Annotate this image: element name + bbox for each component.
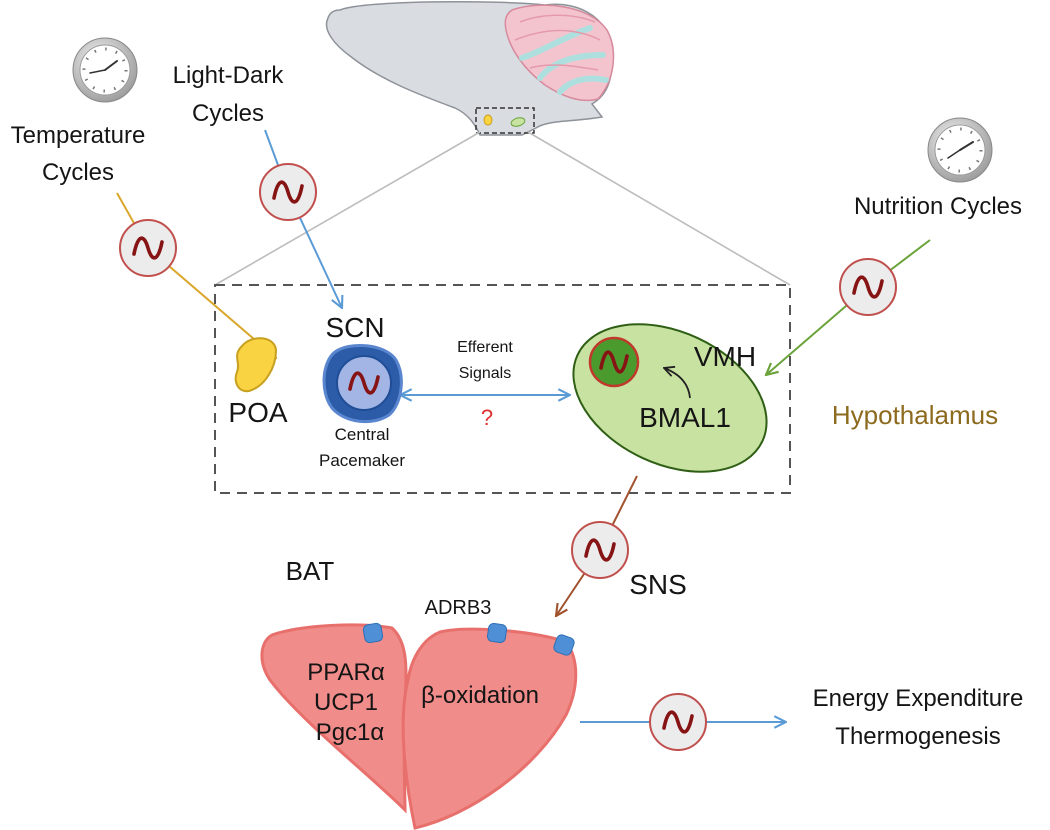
bat-gene-label: PPARα: [307, 659, 385, 686]
beta-oxidation-label: β-oxidation: [421, 682, 539, 709]
adrb3-receptor: [553, 634, 575, 656]
adrb3-label: ADRB3: [425, 597, 492, 619]
oscillator-icon: [348, 371, 380, 395]
autoregulation-arrow: [664, 368, 691, 399]
scn-caption: Pacemaker: [319, 451, 405, 470]
sns-label: SNS: [629, 569, 687, 600]
vmh-mini: [510, 117, 526, 127]
efferent-label: Signals: [459, 365, 511, 382]
poa-mini: [483, 114, 493, 126]
oscillator-icon: [839, 258, 897, 316]
temperature-label: Cycles: [42, 159, 114, 186]
output-label: Thermogenesis: [835, 723, 1000, 750]
bat-left-lobe: [260, 623, 408, 814]
bat-gene-label: UCP1: [314, 689, 378, 716]
scn-label: SCN: [325, 312, 384, 343]
oscillator-icon: [599, 350, 629, 374]
hypothalamus-box: [214, 284, 791, 494]
oscillator-icon: [259, 163, 317, 221]
bat-label: BAT: [286, 556, 335, 586]
cerebellum-folds: [514, 14, 601, 71]
clock-icon: [927, 117, 993, 183]
scn-caption: Central: [335, 425, 390, 444]
bmal1-label: BMAL1: [639, 402, 731, 433]
bat-gene-label: Pgc1α: [316, 719, 385, 746]
nutrition-label: Nutrition Cycles: [854, 193, 1022, 220]
vmh-label: VMH: [694, 341, 756, 372]
adrb3-receptor: [486, 622, 508, 644]
clock-icon: [72, 37, 138, 103]
output-label: Energy Expenditure: [813, 685, 1024, 712]
zoom-line-left: [214, 131, 481, 286]
vmh-shape: [572, 323, 768, 473]
oscillator-icon: [571, 521, 629, 579]
cerebellum-arbor: [519, 25, 609, 95]
unknown-mark: ?: [481, 405, 493, 430]
oscillator-icon: [649, 693, 707, 751]
temperature-label: Temperature: [11, 122, 146, 149]
light-dark-label: Cycles: [192, 100, 264, 127]
hypothalamus-label: Hypothalamus: [832, 400, 998, 430]
poa-shape: [234, 337, 278, 393]
scn-shape: [322, 344, 403, 424]
hypothalamus-inset-box: [475, 107, 535, 134]
zoom-line-right: [527, 131, 791, 286]
light-dark-label: Light-Dark: [173, 62, 285, 89]
poa-label: POA: [228, 397, 287, 428]
adrb3-receptor: [362, 622, 384, 644]
brain-icon: [325, 0, 615, 136]
oscillator-icon: [119, 219, 177, 277]
bat-right-lobe: [401, 627, 578, 830]
efferent-label: Efferent: [457, 339, 513, 356]
